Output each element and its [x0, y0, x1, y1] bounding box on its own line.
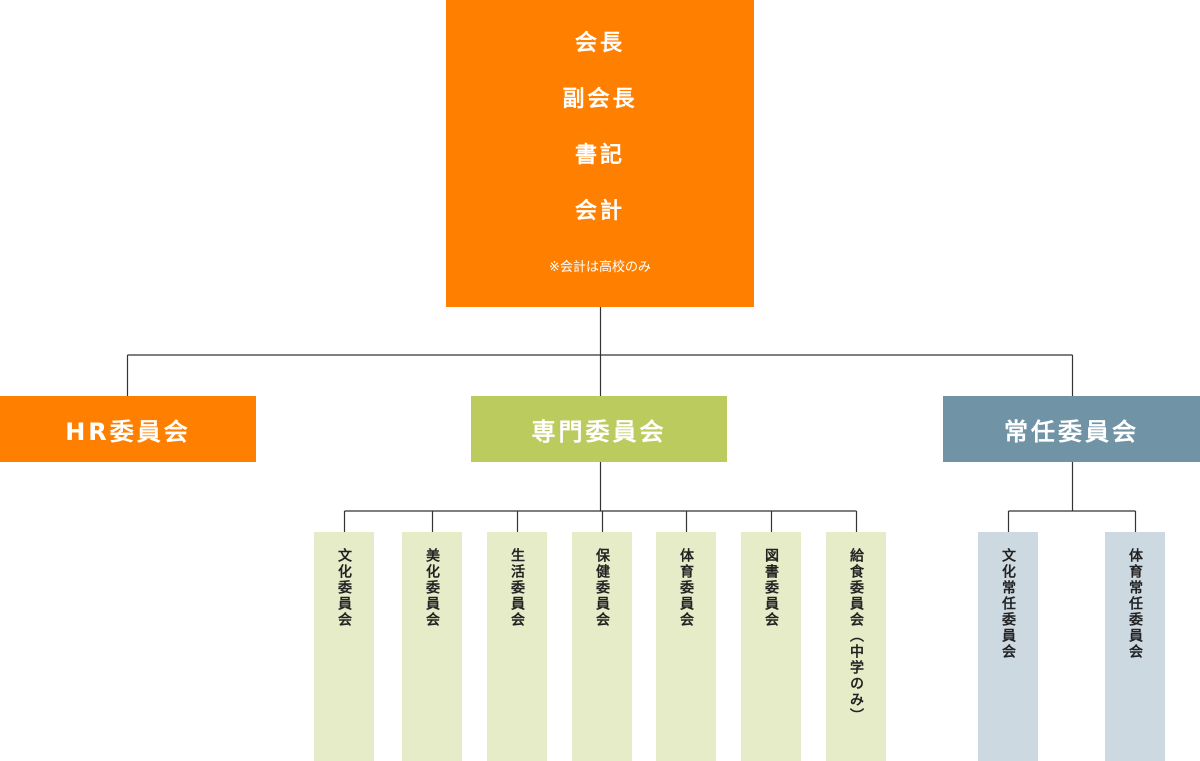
- sub-committee-label: 美化委員会: [424, 548, 440, 628]
- officer-president: 会長: [574, 31, 625, 56]
- sub-committee-label: 文化委員会: [336, 548, 352, 628]
- senmon-committee-label: 専門委員会: [531, 417, 667, 446]
- sub-committee-label: 図書委員会: [763, 548, 779, 628]
- senmon-sub-health: 保健委員会: [572, 532, 632, 761]
- officer-secretary: 書記: [574, 143, 625, 168]
- senmon-sub-sports: 体育委員会: [656, 532, 716, 761]
- sub-committee-label: 体育常任委員会: [1127, 548, 1143, 660]
- sub-committee-label: 給食委員会（中学のみ）: [848, 548, 864, 724]
- hr-committee-box: HR委員会: [0, 396, 256, 462]
- jounin-committee-label: 常任委員会: [1004, 417, 1139, 446]
- sub-committee-label: 体育委員会: [678, 548, 694, 628]
- officers-note: ※会計は高校のみ: [549, 260, 651, 275]
- sub-committee-label: 文化常任委員会: [1000, 548, 1016, 660]
- senmon-sub-life: 生活委員会: [487, 532, 547, 761]
- officers-box: 会長 副会長 書記 会計 ※会計は高校のみ: [446, 0, 754, 307]
- senmon-sub-library: 図書委員会: [741, 532, 801, 761]
- senmon-sub-lunch: 給食委員会（中学のみ）: [826, 532, 886, 761]
- sub-committee-label: 保健委員会: [594, 548, 610, 628]
- officer-vice-president: 副会長: [562, 87, 638, 112]
- sub-committee-label: 生活委員会: [509, 548, 525, 628]
- senmon-sub-beautification: 美化委員会: [402, 532, 462, 761]
- jounin-committee-box: 常任委員会: [943, 396, 1200, 462]
- jounin-sub-culture: 文化常任委員会: [978, 532, 1038, 761]
- senmon-sub-culture: 文化委員会: [314, 532, 374, 761]
- officer-treasurer: 会計: [574, 199, 625, 224]
- senmon-committee-box: 専門委員会: [471, 396, 727, 462]
- jounin-sub-sports: 体育常任委員会: [1105, 532, 1165, 761]
- hr-committee-label: HR委員会: [65, 417, 191, 446]
